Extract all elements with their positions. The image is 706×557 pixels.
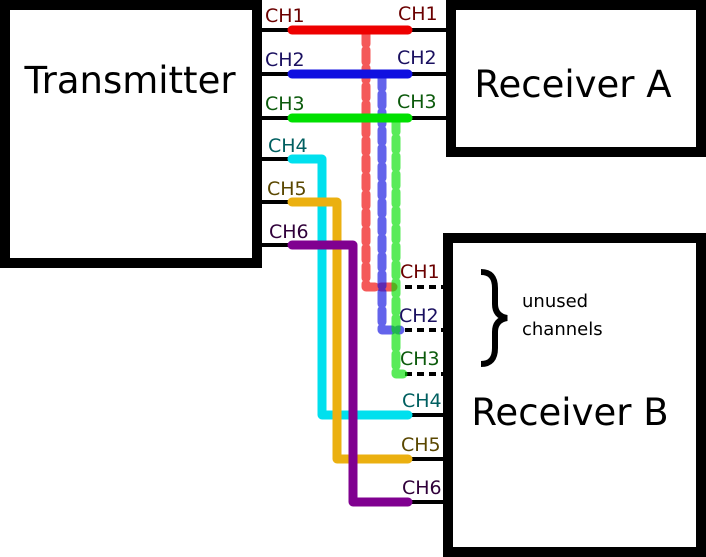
receiver-b-box: [443, 233, 706, 557]
transmitter-stubs: [262, 28, 292, 247]
rxa-ch1-label: CH1: [398, 3, 438, 25]
ch4-wire: [287, 154, 413, 420]
rxb-ch4-label: CH4: [402, 390, 442, 412]
tx-ch3-label: CH3: [265, 93, 305, 115]
rxb-ch1-label: CH1: [400, 261, 440, 283]
rxb-ch5-label: CH5: [401, 434, 441, 456]
transmitter-title: Transmitter: [23, 59, 236, 102]
receiver-a-stubs: [408, 28, 446, 120]
unused-label-line1: unused: [522, 291, 588, 312]
receiver-a-title: Receiver A: [474, 63, 671, 106]
rxb-ch3-label: CH3: [400, 348, 440, 370]
tx-ch4-label: CH4: [268, 135, 308, 157]
transmitter-box: [0, 0, 262, 268]
tx-ch6-label: CH6: [269, 221, 309, 243]
tx-ch5-label: CH5: [267, 178, 307, 200]
rxb-ch2-label: CH2: [399, 305, 439, 327]
tx-ch1-label: CH1: [265, 5, 305, 27]
rxa-ch2-label: CH2: [397, 47, 437, 69]
rxb-ch6-label: CH6: [402, 477, 442, 499]
ch6-wire: [287, 240, 413, 507]
receiver-b-stubs: [405, 285, 443, 504]
rxa-ch3-label: CH3: [397, 91, 437, 113]
curly-brace-icon: [480, 269, 508, 367]
unused-label-line2: channels: [522, 319, 603, 340]
receiver-b-title: Receiver B: [471, 391, 668, 434]
receiver-a-box: [446, 0, 706, 157]
ch5-wire: [287, 197, 413, 464]
ch3-branch-wire: [391, 115, 408, 379]
tx-ch2-label: CH2: [265, 49, 305, 71]
